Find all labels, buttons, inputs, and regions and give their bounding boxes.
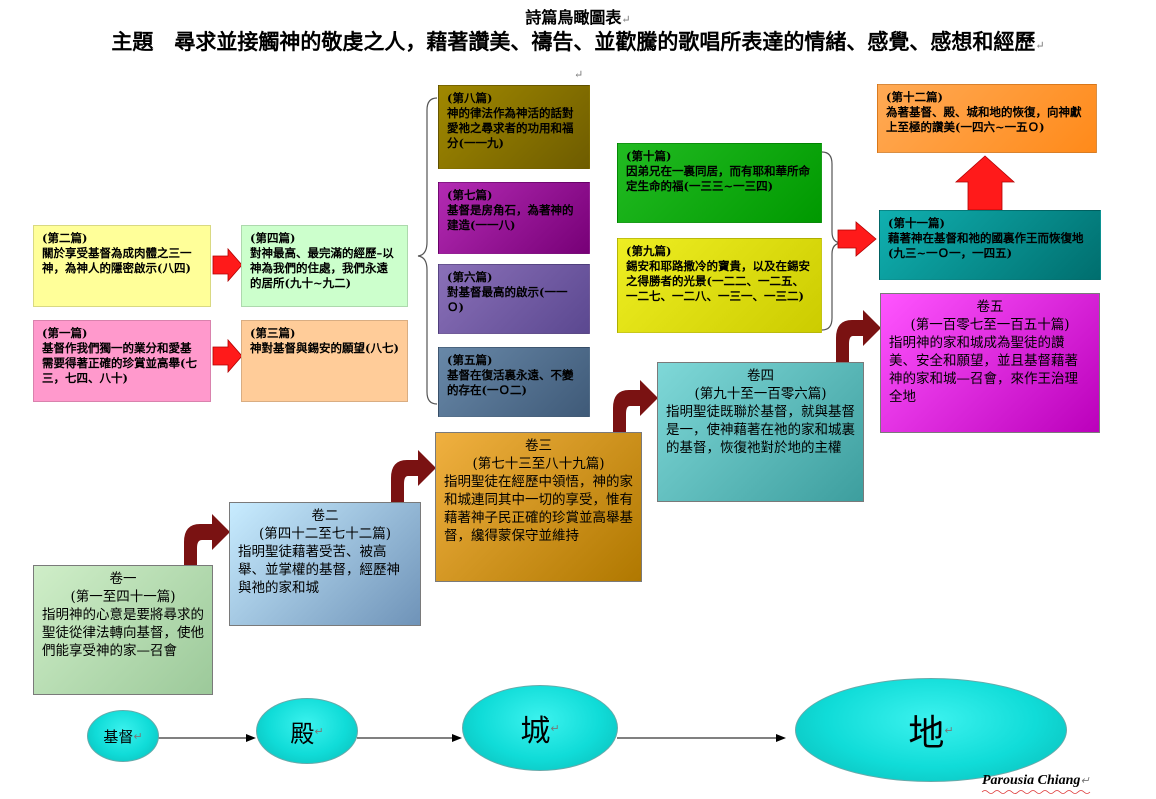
volume-box-4: 卷四(第九十至一百零六篇)指明聖徒既聯於基督，就與基督是一，使神藉著在祂的家和城… <box>657 362 864 502</box>
page-title: 詩篇鳥瞰圖表↵ <box>525 8 631 27</box>
psalm-box-9: (第九篇)錫安和耶路撒冷的寶貴，以及在錫安之得勝者的光景(一二二、一二五、一二七… <box>617 238 822 333</box>
psalm-box-5: (第五篇)基督在復活裏永遠、不變的存在(一Ｏ二) <box>438 347 590 417</box>
volume-box-5: 卷五(第一百零七至一百五十篇)指明神的家和城成為聖徒的讚美、安全和願望，並且基督… <box>880 293 1100 433</box>
psalm-box-2: (第二篇)關於享受基督為成肉體之三一神，為神人的隱密啟示(八四) <box>33 225 211 307</box>
psalm-box-11: (第十一篇)藉著神在基督和祂的國裏作王而恢復地(九三~一Ｏ一，一四五) <box>879 210 1101 280</box>
arrow-right-icon <box>212 338 243 374</box>
page-subtitle: 主題 尋求並接觸神的敬虔之人，藉著讚美、禱告、並歡騰的歌唱所表達的情緒、感覺、感… <box>111 29 1045 54</box>
psalm-box-7: (第七篇)基督是房角石，為著神的建造(一一八) <box>438 182 590 254</box>
psalm-box-12: (第十二篇)為著基督、殿、城和地的恢復，向神獻上至極的讚美(一四六~一五Ｏ) <box>877 84 1097 153</box>
arrowhead-icon <box>246 734 256 742</box>
psalm-box-6: (第六篇)對基督最高的啟示(一一Ｏ) <box>438 264 590 334</box>
psalm-box-4: (第四篇)對神最高、最完滿的經歷–以神為我們的住處，我們永遠的居所(九十~九二) <box>241 225 408 307</box>
ellipse-christ: 基督↵ <box>87 710 159 762</box>
arrow-right-icon <box>212 247 243 283</box>
psalm-box-1: (第一篇)基督作我們獨一的業分和愛基需要得著正確的珍賞並高舉(七三，七四、八十) <box>33 320 211 402</box>
arrowhead-icon <box>776 734 786 742</box>
curved-arrow-icon <box>391 450 436 502</box>
psalm-box-3: (第三篇)神對基督與錫安的願望(八七) <box>241 320 408 402</box>
arrowhead-icon <box>452 734 462 742</box>
paragraph-mark: ↵ <box>574 68 584 81</box>
arrow-right-icon <box>837 221 877 257</box>
ellipse-city: 城↵ <box>462 685 618 771</box>
volume-box-3: 卷三(第七十三至八十九篇)指明聖徒在經歷中領悟，神的家和城連同其中一切的享受，惟… <box>435 432 642 582</box>
curved-arrow-icon <box>613 380 658 432</box>
volume-box-2: 卷二(第四十二至七十二篇)指明聖徒藉著受苦、被高舉、並掌權的基督，經歷神與祂的家… <box>229 502 421 626</box>
psalm-box-10: (第十篇)因弟兄在一裏同居，而有耶和華所命定生命的福(一三三~一三四) <box>617 143 822 223</box>
ellipse-temple: 殿↵ <box>256 698 358 764</box>
curved-arrow-icon <box>184 514 230 565</box>
author-signature: Parousia Chiang↵ <box>982 773 1090 788</box>
ellipse-land: 地↵ <box>795 678 1067 782</box>
brace-bracket <box>417 97 438 405</box>
curved-arrow-icon <box>836 310 881 362</box>
signature-underline <box>981 790 1091 794</box>
volume-box-1: 卷一(第一至四十一篇)指明神的心意是要將尋求的聖徒從律法轉向基督，使他們能享受神… <box>33 565 213 695</box>
arrow-up-icon <box>954 155 1016 211</box>
psalm-box-8: (第八篇)神的律法作為神活的話對愛祂之尋求者的功用和福分(一一九) <box>438 85 590 169</box>
